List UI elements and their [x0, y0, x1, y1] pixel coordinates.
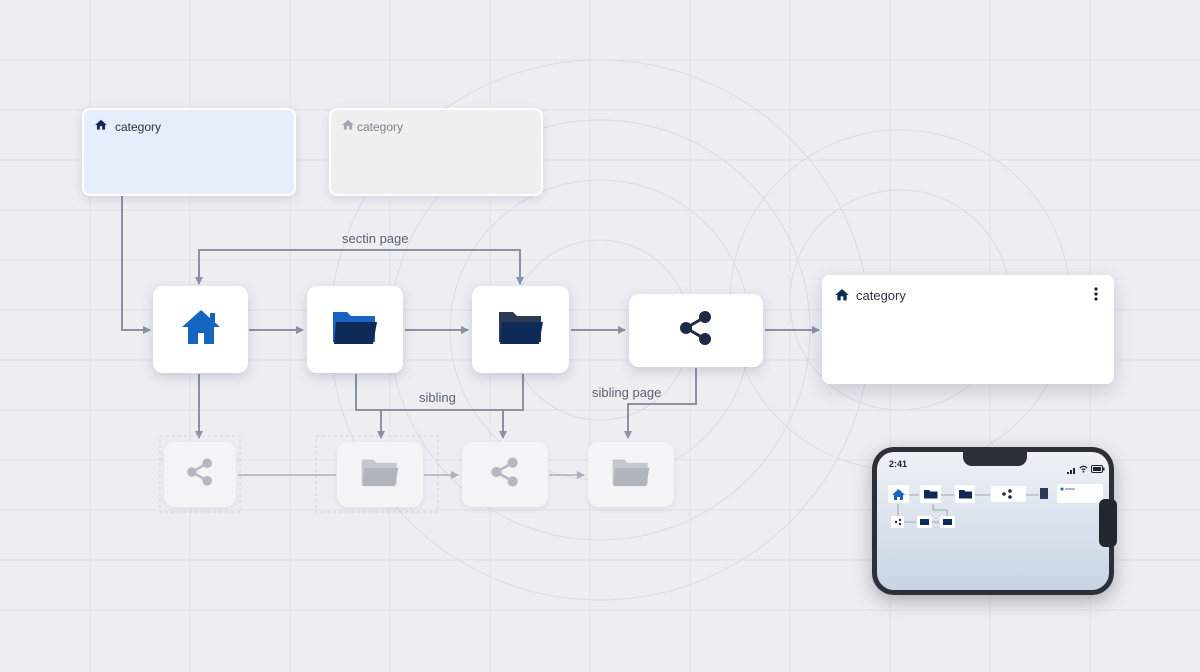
home-icon — [834, 287, 850, 308]
more-vertical-icon[interactable] — [1094, 287, 1098, 306]
phone-side-button — [1099, 499, 1117, 547]
node-share-ghost-2[interactable] — [462, 442, 548, 507]
home-icon — [341, 118, 355, 137]
edge-label-section: sectin page — [342, 231, 409, 246]
node-folder-ghost-1[interactable] — [337, 442, 423, 507]
panel-label: category — [357, 120, 404, 134]
home-icon — [179, 307, 223, 352]
node-folder-1[interactable] — [307, 286, 403, 373]
node-share-ghost-1[interactable] — [164, 442, 236, 507]
edge-label-sibling: sibling — [419, 390, 456, 405]
signal-icon — [1067, 461, 1077, 479]
folder-icon — [360, 456, 400, 493]
edge-label-sibling-page: sibling page — [592, 385, 662, 400]
folder-icon — [331, 308, 379, 351]
battery-icon — [1091, 460, 1105, 478]
panel-label: category — [856, 288, 906, 303]
share-icon — [676, 308, 716, 353]
phone-notch — [963, 452, 1027, 466]
category-panel-blue[interactable]: category — [82, 108, 296, 196]
node-folder-ghost-2[interactable] — [588, 442, 674, 507]
category-panel-gray[interactable]: category — [329, 108, 543, 196]
phone-mockup: 2:41 — [872, 447, 1117, 595]
phone-time: 2:41 — [889, 459, 908, 469]
wifi-icon — [1079, 460, 1088, 478]
folder-icon — [497, 308, 545, 351]
panel-label: category — [115, 120, 162, 134]
node-home[interactable] — [153, 286, 248, 373]
category-panel-main[interactable]: category — [822, 275, 1114, 384]
node-share[interactable] — [629, 294, 763, 367]
share-icon — [488, 455, 522, 494]
node-folder-2[interactable] — [472, 286, 569, 373]
home-icon — [94, 118, 108, 137]
phone-mini-diagram — [888, 484, 1103, 528]
share-icon — [184, 456, 216, 493]
folder-icon — [611, 456, 651, 493]
phone-screen: 2:41 — [877, 452, 1109, 590]
